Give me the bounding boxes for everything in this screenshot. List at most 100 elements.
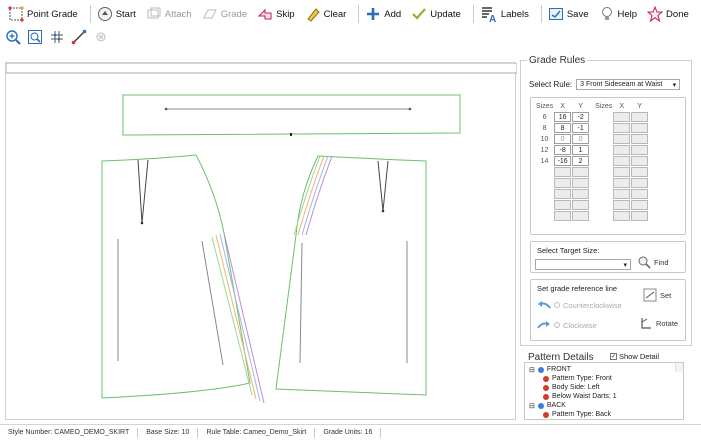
labels-button[interactable]: A Labels	[478, 3, 531, 25]
size-label	[536, 178, 553, 188]
grade-x-input[interactable]	[613, 167, 631, 177]
grade-x-input[interactable]: 0	[554, 134, 572, 144]
find-button[interactable]: Find	[637, 255, 669, 269]
target-size-dropdown[interactable]: ▾	[535, 259, 631, 270]
collapse-icon[interactable]: ⊟	[529, 366, 535, 374]
update-button[interactable]: Update	[409, 3, 463, 25]
counterclockwise-label: Counterclockwise	[563, 300, 622, 310]
base-size-status: Base Size: 10	[138, 427, 199, 438]
select-rule-dropdown[interactable]: 3 Front Sideseam at Waist ▾	[576, 79, 681, 90]
grade-y-input[interactable]	[631, 112, 649, 122]
grade-x-input[interactable]	[554, 189, 572, 199]
zoom-in-button[interactable]	[4, 28, 22, 46]
counterclockwise-radio[interactable]	[554, 302, 560, 308]
close-icon	[96, 32, 106, 42]
grade-x-input[interactable]	[613, 145, 631, 155]
zoom-fit-button[interactable]	[26, 28, 44, 46]
select-rule-label: Select Rule:	[529, 80, 573, 89]
clear-button[interactable]: Clear	[303, 3, 349, 25]
grade-y-input[interactable]	[631, 145, 649, 155]
tree-node[interactable]: ⊟FRONT	[529, 365, 679, 374]
grade-x-input[interactable]	[613, 134, 631, 144]
start-button[interactable]: Start	[95, 3, 138, 25]
column-spacer	[590, 134, 594, 144]
tree-leaf[interactable]: Body Side: Left	[529, 383, 679, 392]
grade-x-input[interactable]	[554, 167, 572, 177]
set-button[interactable]: Set	[643, 288, 671, 302]
grade-x-input[interactable]	[554, 178, 572, 188]
point-grade-icon	[8, 6, 24, 22]
tree-leaf[interactable]: Pattern Type: Back	[529, 410, 679, 419]
grade-y-input[interactable]: -1	[572, 123, 590, 133]
grade-y-input[interactable]	[631, 167, 649, 177]
grade-x-input[interactable]	[613, 178, 631, 188]
tree-leaf[interactable]: Below Waist Darts: 1	[529, 392, 679, 401]
add-button[interactable]: Add	[363, 3, 403, 25]
clockwise-radio[interactable]	[554, 322, 560, 328]
grade-y-input[interactable]	[631, 178, 649, 188]
counterclockwise-option[interactable]: Counterclockwise	[537, 300, 622, 310]
select-rule-value: 3 Front Sideseam at Waist	[580, 81, 663, 88]
column-spacer	[590, 112, 594, 122]
y-header-2: Y	[637, 102, 643, 110]
skip-button[interactable]: Skip	[255, 3, 296, 25]
measure-button[interactable]	[70, 28, 88, 46]
grade-y-input[interactable]	[631, 134, 649, 144]
grade-y-input[interactable]	[572, 189, 590, 199]
grade-button[interactable]: Grade	[200, 3, 249, 25]
rotate-left-icon	[538, 301, 551, 309]
grade-y-input[interactable]	[572, 167, 590, 177]
grade-x-input[interactable]: 16	[554, 112, 572, 122]
grade-y-input[interactable]: 2	[572, 156, 590, 166]
grade-x-input[interactable]: -16	[554, 156, 572, 166]
grade-y-input[interactable]	[572, 211, 590, 221]
grade-x-input[interactable]	[613, 211, 631, 221]
grade-x-input[interactable]	[613, 189, 631, 199]
pattern-canvas[interactable]	[5, 62, 518, 420]
done-button[interactable]: Done	[645, 3, 691, 25]
tree-scrollbar[interactable]	[675, 363, 683, 372]
grade-y-input[interactable]: 0	[572, 134, 590, 144]
grade-y-input[interactable]: -2	[572, 112, 590, 122]
close-button[interactable]	[92, 28, 110, 46]
save-button[interactable]: Save	[546, 3, 591, 25]
tree-leaf[interactable]: Body Side: Left	[529, 419, 679, 420]
grade-y-input[interactable]	[631, 200, 649, 210]
grade-y-input[interactable]	[631, 123, 649, 133]
grade-y-input[interactable]	[631, 156, 649, 166]
size-label	[595, 145, 612, 155]
back-skirt-piece	[275, 155, 427, 396]
grade-y-input[interactable]	[631, 189, 649, 199]
grade-x-input[interactable]: -8	[554, 145, 572, 155]
grade-x-input[interactable]: 8	[554, 123, 572, 133]
show-detail-toggle[interactable]: ✓ Show Detail	[608, 352, 662, 361]
grade-x-input[interactable]	[613, 156, 631, 166]
column-spacer	[590, 178, 594, 188]
attach-button[interactable]: Attach	[144, 3, 194, 25]
grade-x-input[interactable]	[613, 123, 631, 133]
grade-x-input[interactable]	[613, 112, 631, 122]
status-dot-icon	[543, 384, 549, 391]
collapse-icon[interactable]: ⊟	[529, 402, 535, 410]
tree-node[interactable]: ⊟ BACK	[529, 401, 679, 410]
pan-button[interactable]	[48, 28, 66, 46]
grade-icon	[202, 9, 217, 19]
help-button[interactable]: Help	[597, 3, 640, 25]
grade-x-input[interactable]	[554, 200, 572, 210]
grade-y-input[interactable]	[572, 178, 590, 188]
grade-y-input[interactable]	[631, 211, 649, 221]
show-detail-checkbox[interactable]: ✓	[610, 353, 617, 360]
tree-leaf[interactable]: Pattern Type: Front	[529, 374, 679, 383]
grade-x-input[interactable]	[613, 200, 631, 210]
clockwise-option[interactable]: Clockwise	[537, 320, 597, 330]
point-grade-button[interactable]: Point Grade	[6, 3, 80, 25]
grade-x-input[interactable]	[554, 211, 572, 221]
tree-label: BACK	[546, 402, 566, 409]
tree-label: Pattern Type: Back	[552, 411, 612, 418]
rotate-button[interactable]: Rotate	[639, 316, 678, 330]
rotate-label: Rotate	[656, 318, 679, 328]
grade-y-input[interactable]: 1	[572, 145, 590, 155]
grade-rule-row	[536, 200, 649, 210]
grade-y-input[interactable]	[572, 200, 590, 210]
